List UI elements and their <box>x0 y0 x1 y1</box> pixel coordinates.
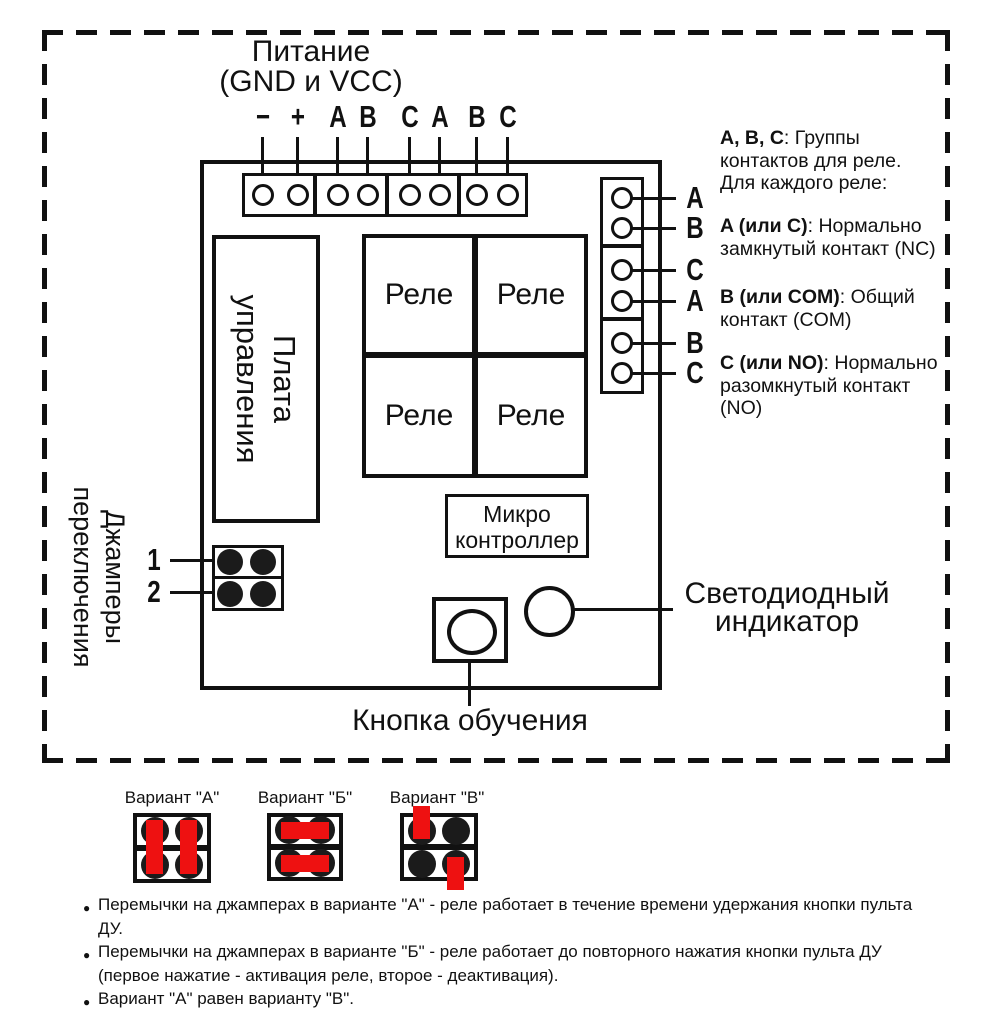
top-terminal-label-c2: C <box>499 99 517 134</box>
variant-v-jumper <box>413 806 430 839</box>
right-pin-lead <box>631 372 676 375</box>
wire-line <box>438 137 441 175</box>
right-terminal-pin <box>611 332 633 354</box>
jumper-pin-dot <box>250 581 276 607</box>
terminal-pin-circle <box>357 184 379 206</box>
right-terminal-pin <box>611 362 633 384</box>
right-terminal-label-a2: A <box>686 283 704 318</box>
jumper-pin2-label: 2 <box>147 574 161 609</box>
relay-box: Реле <box>362 354 476 478</box>
right-terminal-pin <box>611 217 633 239</box>
wire-line <box>506 137 509 175</box>
right-pin-lead <box>631 300 676 303</box>
variant-pin-dot <box>442 817 470 845</box>
right-pin-lead <box>631 227 676 230</box>
jumpers-title: Джамперы переключения <box>68 486 130 668</box>
variant-pin-dot <box>408 850 436 878</box>
relay-box: Реле <box>474 354 588 478</box>
top-terminal-label-plus: + <box>290 99 306 134</box>
dashed-border-right <box>945 30 950 763</box>
control-board-label: Плата управления <box>230 294 302 464</box>
terminal-pin-circle <box>497 184 519 206</box>
jumper-pin1-label: 1 <box>147 542 161 577</box>
right-pin-lead <box>631 197 676 200</box>
power-title-line1: Питание <box>251 35 371 68</box>
learn-button-label: Кнопка обучения <box>352 704 588 737</box>
terminal-pin-circle <box>466 184 488 206</box>
variant-a-label: Вариант "А" <box>124 788 220 807</box>
mcu-box: Микро контроллер <box>445 494 589 558</box>
dashed-border-left <box>42 30 47 763</box>
mcu-label-line1: Микро <box>483 501 551 527</box>
footnote-item: ●Перемычки на джамперах в варианте "А" -… <box>83 895 913 938</box>
top-terminal-label-c1: C <box>401 99 419 134</box>
right-terminal-label-c2: C <box>686 355 704 390</box>
terminal-pin-circle <box>327 184 349 206</box>
board-outline <box>200 160 662 690</box>
right-terminal-pin <box>611 259 633 281</box>
dashed-border-top <box>42 30 950 35</box>
bullet-icon: ● <box>83 901 91 915</box>
variant-b-jumper <box>281 855 329 872</box>
top-terminal-label-a1: A <box>329 99 347 134</box>
right-terminal-label-b2: B <box>686 325 704 360</box>
right-pin-lead <box>631 342 676 345</box>
top-terminal-label-b2: B <box>468 99 486 134</box>
contact-note: A (или C): Нормально замкнутый контакт (… <box>720 215 936 260</box>
top-terminal-label-minus: − <box>255 99 271 134</box>
bullet-icon: ● <box>83 948 91 962</box>
variant-a-jumper <box>146 820 163 874</box>
wire-line <box>336 137 339 175</box>
led-lead <box>573 608 673 611</box>
control-board-box <box>212 235 320 523</box>
variant-a-jumper <box>180 820 197 874</box>
right-terminal-label-c1: C <box>686 252 704 287</box>
wire-line <box>475 137 478 175</box>
jumper-pin-dot <box>217 549 243 575</box>
right-pin-lead <box>631 269 676 272</box>
contact-note: A, B, C: Группы контактов для реле. Для … <box>720 127 902 194</box>
relay-box: Реле <box>362 234 476 356</box>
relay-label: Реле <box>384 278 454 311</box>
right-terminal-pin <box>611 290 633 312</box>
bullet-icon: ● <box>83 995 91 1009</box>
top-terminal-label-b1: B <box>359 99 377 134</box>
wire-line <box>296 137 299 175</box>
power-title-line2: (GND и VCC) <box>219 65 403 98</box>
contact-note: B (или COM): Общий контакт (COM) <box>720 286 915 331</box>
wire-line <box>261 137 264 175</box>
relay-label: Реле <box>496 399 566 432</box>
footnote-list: ●Перемычки на джамперах в варианте "А" -… <box>83 893 913 1011</box>
dashed-border-bottom <box>42 758 950 763</box>
footnote-item: ●Перемычки на джамперах в варианте "Б" -… <box>83 942 882 985</box>
terminal-pin-circle <box>399 184 421 206</box>
contact-note: C (или NO): Нормально разомкнутый контак… <box>720 352 938 419</box>
footnote-item: ●Вариант "А" равен варианту "В". <box>83 987 913 1011</box>
led-label: Светодиодный индикатор <box>684 577 890 638</box>
jumper-pin1-lead <box>170 559 212 562</box>
wire-line <box>408 137 411 175</box>
terminal-pin-circle <box>252 184 274 206</box>
right-terminal-label-b1: B <box>686 210 704 245</box>
terminal-pin-circle <box>287 184 309 206</box>
wire-line <box>366 137 369 175</box>
jumper-pin-dot <box>217 581 243 607</box>
jumper-pin-dot <box>250 549 276 575</box>
variant-v-label: Вариант "В" <box>389 788 485 807</box>
terminal-pin-circle <box>429 184 451 206</box>
right-terminal-label-a1: A <box>686 180 704 215</box>
led-circle <box>524 586 575 637</box>
variant-b-jumper <box>281 822 329 839</box>
learn-button-cap <box>447 609 497 655</box>
top-terminal-label-a2: A <box>431 99 449 134</box>
jumper-pin2-lead <box>170 591 212 594</box>
relay-box: Реле <box>474 234 588 356</box>
learn-button-lead <box>468 661 471 706</box>
relay-label: Реле <box>496 278 566 311</box>
mcu-label-line2: контроллер <box>455 527 579 553</box>
relay-label: Реле <box>384 399 454 432</box>
right-terminal-pin <box>611 187 633 209</box>
variant-b-label: Вариант "Б" <box>257 788 353 807</box>
variant-v-jumper <box>447 857 464 890</box>
